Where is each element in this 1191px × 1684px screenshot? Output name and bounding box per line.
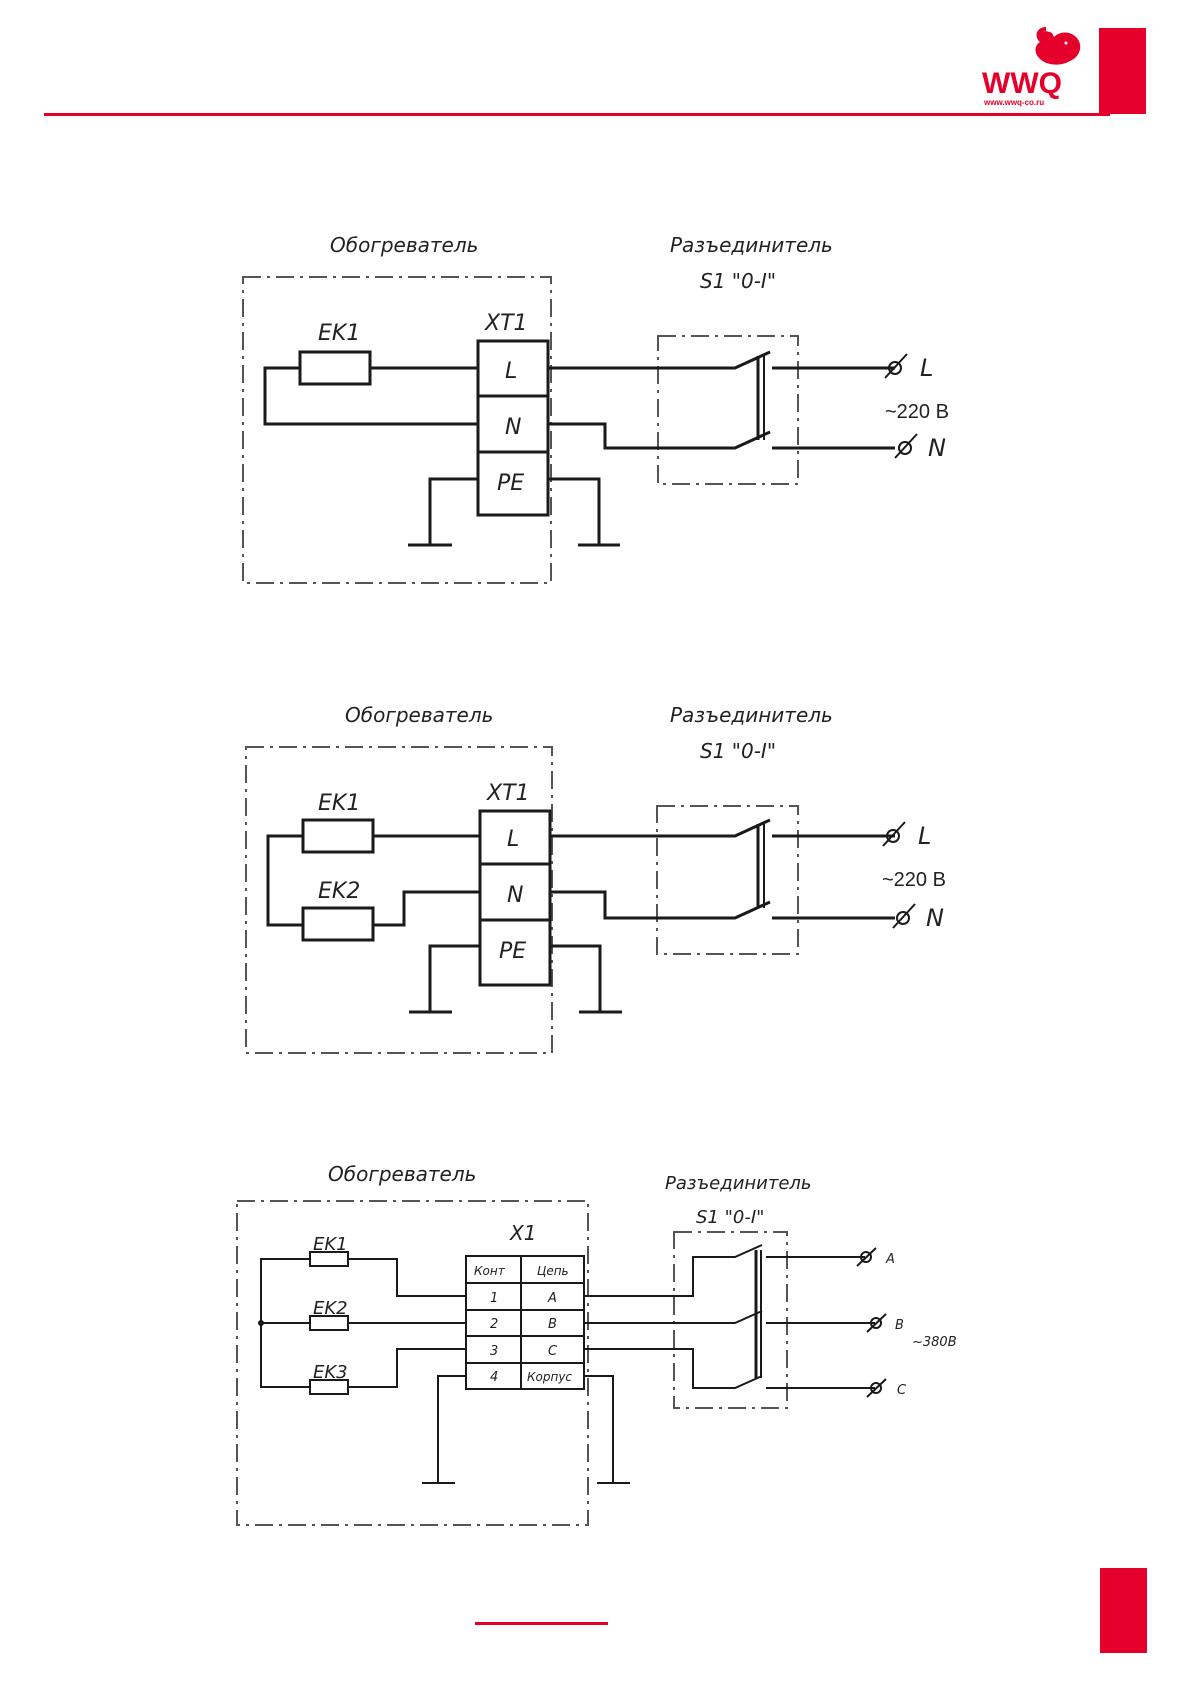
- terminal-pe: PE: [497, 471, 524, 496]
- terminal-block-label: XT1: [484, 311, 528, 336]
- terminal-block-label: X1: [509, 1221, 536, 1245]
- terminal-l: L: [505, 359, 517, 384]
- table-header-contact: Конт: [474, 1264, 506, 1278]
- supply-label-b: B: [895, 1318, 904, 1333]
- diagram-3: Обогреватель Разъединитель S1 "0-I" EK1 …: [236, 1162, 957, 1526]
- voltage-label: ~380В: [912, 1335, 957, 1350]
- voltage-label: ~220 В: [885, 401, 949, 423]
- elephant-icon: WWQ www.wwq-co.ru: [982, 27, 1081, 107]
- terminal-clamp-icon: [856, 1247, 877, 1267]
- heater-label: Обогреватель: [328, 1162, 476, 1186]
- terminal-clamp-icon: [866, 1313, 887, 1333]
- wire-ek1-a: [348, 1258, 466, 1297]
- wire-ek1-n: [263, 366, 478, 426]
- ground-wire-left: [428, 944, 480, 1012]
- wire-n-switch: [548, 422, 771, 450]
- terminal-n: N: [507, 883, 523, 908]
- switch-frame: [657, 335, 799, 485]
- switch-label: Разъединитель: [670, 233, 833, 257]
- terminal-clamp-icon: [884, 353, 908, 379]
- wire-ek2-n: [373, 890, 480, 927]
- switch-label: Разъединитель: [665, 1173, 812, 1194]
- switch-frame: [673, 1231, 788, 1409]
- header-accent-block: [1099, 28, 1146, 114]
- table-cell: A: [547, 1291, 557, 1306]
- terminal-clamp-icon: [882, 821, 906, 847]
- supply-label-a: A: [885, 1252, 895, 1267]
- heater-element-label: EK3: [313, 1362, 348, 1383]
- ground-wire-left: [437, 1375, 466, 1483]
- table-cell: 1: [490, 1291, 498, 1306]
- ground-wire-left: [428, 477, 478, 545]
- supply-label-c: C: [897, 1383, 907, 1398]
- table-cell: 3: [490, 1344, 498, 1359]
- switch-id: S1 "0-I": [696, 1207, 764, 1228]
- logo-wordmark: WWQ: [982, 67, 1062, 100]
- terminal-l: L: [507, 827, 519, 852]
- terminal-block-label: XT1: [486, 781, 530, 806]
- table-header-circuit: Цепь: [537, 1264, 569, 1278]
- table-cell: Корпус: [527, 1370, 572, 1384]
- heater-frame: [236, 1200, 589, 1526]
- header-rule: [44, 113, 1110, 116]
- heater-element-label: EK2: [318, 879, 360, 904]
- terminal-block: [478, 809, 552, 987]
- footer-accent-block: [1100, 1568, 1147, 1653]
- diagram-2: Обогреватель Разъединитель S1 "0-I" EK1 …: [245, 703, 946, 1054]
- heater-element-ek1: [301, 818, 375, 854]
- wire-c-switch: [584, 1348, 763, 1389]
- heater-label: Обогреватель: [345, 703, 493, 727]
- heater-frame: [245, 746, 553, 1054]
- footer-rule: [475, 1622, 608, 1625]
- wire-a-switch: [584, 1244, 763, 1297]
- switch-label: Разъединитель: [670, 703, 833, 727]
- heater-element-label: EK1: [313, 1234, 348, 1255]
- terminal-clamp-icon: [866, 1378, 887, 1398]
- terminal-block: [476, 339, 550, 517]
- wire-l-switch: [550, 818, 771, 838]
- diagram-1: Обогреватель Разъединитель S1 "0-I" EK1 …: [242, 233, 949, 584]
- ground-wire-right: [550, 944, 602, 1012]
- wire-ek3-c: [348, 1348, 466, 1388]
- heater-element-label: EK2: [313, 1298, 348, 1319]
- table-cell: 4: [490, 1370, 498, 1385]
- ground-wire-right: [548, 477, 601, 545]
- heater-element-label: EK1: [318, 791, 360, 816]
- terminal-table: Конт Цепь 1 A 2 B 3 C 4 Корпус: [465, 1255, 585, 1390]
- wire-b-switch: [584, 1310, 763, 1324]
- supply-label-l: L: [920, 354, 933, 382]
- heater-element-label: EK1: [318, 321, 360, 346]
- terminal-n: N: [505, 415, 521, 440]
- brand-logo: WWQ www.wwq-co.ru: [980, 25, 1098, 110]
- supply-label-n: N: [926, 904, 944, 932]
- table-cell: C: [548, 1344, 558, 1359]
- terminal-pe: PE: [499, 939, 526, 964]
- heater-label: Обогреватель: [330, 233, 478, 257]
- voltage-label: ~220 В: [882, 869, 946, 891]
- heater-element-ek1: [298, 350, 372, 386]
- junction-dot: [258, 1320, 264, 1326]
- supply-label-n: N: [928, 434, 946, 462]
- supply-label-l: L: [918, 822, 931, 850]
- switch-id: S1 "0-I": [700, 269, 776, 293]
- switch-frame: [656, 805, 799, 955]
- wire-parallel-left: [266, 834, 303, 927]
- heater-element-ek2: [301, 906, 375, 942]
- table-cell: 2: [490, 1317, 498, 1332]
- table-cell: B: [548, 1317, 557, 1332]
- heater-frame: [242, 276, 552, 584]
- wire-n-switch: [550, 890, 771, 920]
- ground-wire-right: [584, 1375, 614, 1483]
- terminal-clamp-icon: [892, 903, 916, 929]
- terminal-clamp-icon: [894, 433, 918, 459]
- switch-id: S1 "0-I": [700, 739, 776, 763]
- logo-url: www.wwq-co.ru: [983, 98, 1044, 107]
